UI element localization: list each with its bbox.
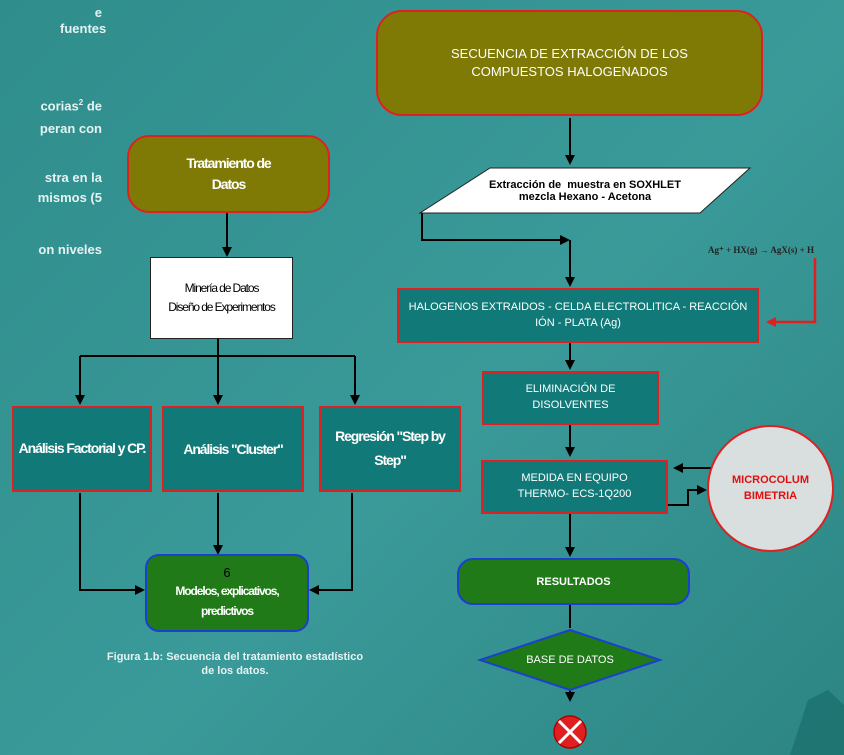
text-fragment-4: stra en la: [44, 170, 102, 185]
secuencia-label: SECUENCIA DE EXTRACCIÓN DE LOS COMPUESTO…: [451, 46, 688, 79]
halogenos-label: HALOGENOS EXTRAIDOS - CELDA ELECTROLITIC…: [408, 300, 748, 329]
resultados-label: RESULTADOS: [536, 575, 611, 588]
eliminacion-node: ELIMINACIÓN DE DISOLVENTES: [482, 371, 659, 425]
caption-line-1: Figura 1.b: Secuencia del tratamiento es…: [106, 651, 364, 663]
superscript: 2: [78, 98, 84, 107]
text-fragment-2: corias2 de: [40, 98, 102, 114]
mineria-label-1: Minería de Datos: [184, 280, 260, 295]
arrow-extraccion-loop: [421, 212, 570, 245]
secuencia-node: SECUENCIA DE EXTRACCIÓN DE LOS COMPUESTO…: [376, 10, 763, 116]
medida-label: MEDIDA EN EQUIPO THERMO- ECS-1Q200: [517, 472, 632, 500]
arrow-medida-to-circle: [668, 485, 707, 506]
microcolumbimetria-node: MICROCOLUM BIMETRIA: [707, 425, 834, 552]
extraccion-label-2: mezcla Hexano - Acetona: [518, 190, 652, 203]
halogenos-node: HALOGENOS EXTRAIDOS - CELDA ELECTROLITIC…: [397, 288, 759, 343]
microcolumbimetria-label: MICROCOLUM BIMETRIA: [732, 474, 809, 502]
text-fragment-6: on niveles: [38, 242, 102, 257]
extraccion-label-1: Extracción de muestra en SOXHLET: [489, 178, 681, 191]
resultados-node: RESULTADOS: [457, 558, 690, 605]
tratamiento-node: Tratamiento de Datos: [127, 135, 330, 213]
modelos-label: Modelos, explicativos, predictivos: [175, 584, 279, 618]
regresion-node: Regresión "Step by Step": [319, 406, 461, 492]
medida-node: MEDIDA EN EQUIPO THERMO- ECS-1Q200: [481, 460, 668, 514]
modelos-number: 6: [223, 565, 231, 581]
analisis-factorial-label: Análisis Factorial y CP.: [18, 440, 147, 457]
analisis-factorial-node: Análisis Factorial y CP.: [12, 406, 152, 492]
text-fragment-5: mismos (5: [37, 190, 102, 205]
mineria-node: Minería de Datos Diseño de Experimentos: [150, 257, 293, 339]
text-fragment-3: peran con: [39, 121, 102, 136]
base-datos-label: BASE DE DATOS: [526, 654, 614, 666]
modelos-node: 6 Modelos, explicativos, predictivos: [145, 554, 309, 632]
tratamiento-label: Tratamiento de Datos: [186, 155, 271, 192]
extraccion-node: Extracción de muestra en SOXHLET mezcla …: [440, 168, 730, 213]
arrow-regresion-modelos: [309, 493, 353, 595]
base-datos-node: BASE DE DATOS: [480, 630, 660, 690]
text-fragment-2a: corias: [40, 98, 79, 114]
caption-line-2: de los datos.: [201, 665, 269, 678]
arrow-factorial-modelos: [79, 493, 145, 595]
analisis-cluster-label: Análisis "Cluster": [183, 441, 283, 457]
analisis-cluster-node: Análisis "Cluster": [162, 406, 304, 492]
regresion-label: Regresión "Step by Step": [335, 428, 446, 468]
text-fragment-2b: de: [83, 98, 102, 114]
reaction-arrow: [766, 258, 817, 327]
text-fragment-1: e fuentes: [60, 5, 107, 36]
mineria-label-2: Diseño de Experimentos: [168, 300, 276, 314]
reaction-equation: Ag⁺ + HX(g) → AgX(s) + H: [708, 245, 815, 255]
eliminacion-label: ELIMINACIÓN DE DISOLVENTES: [525, 383, 616, 411]
stop-icon: [553, 715, 587, 749]
figure-caption: Figura 1.b: Secuencia del tratamiento es…: [90, 650, 380, 679]
